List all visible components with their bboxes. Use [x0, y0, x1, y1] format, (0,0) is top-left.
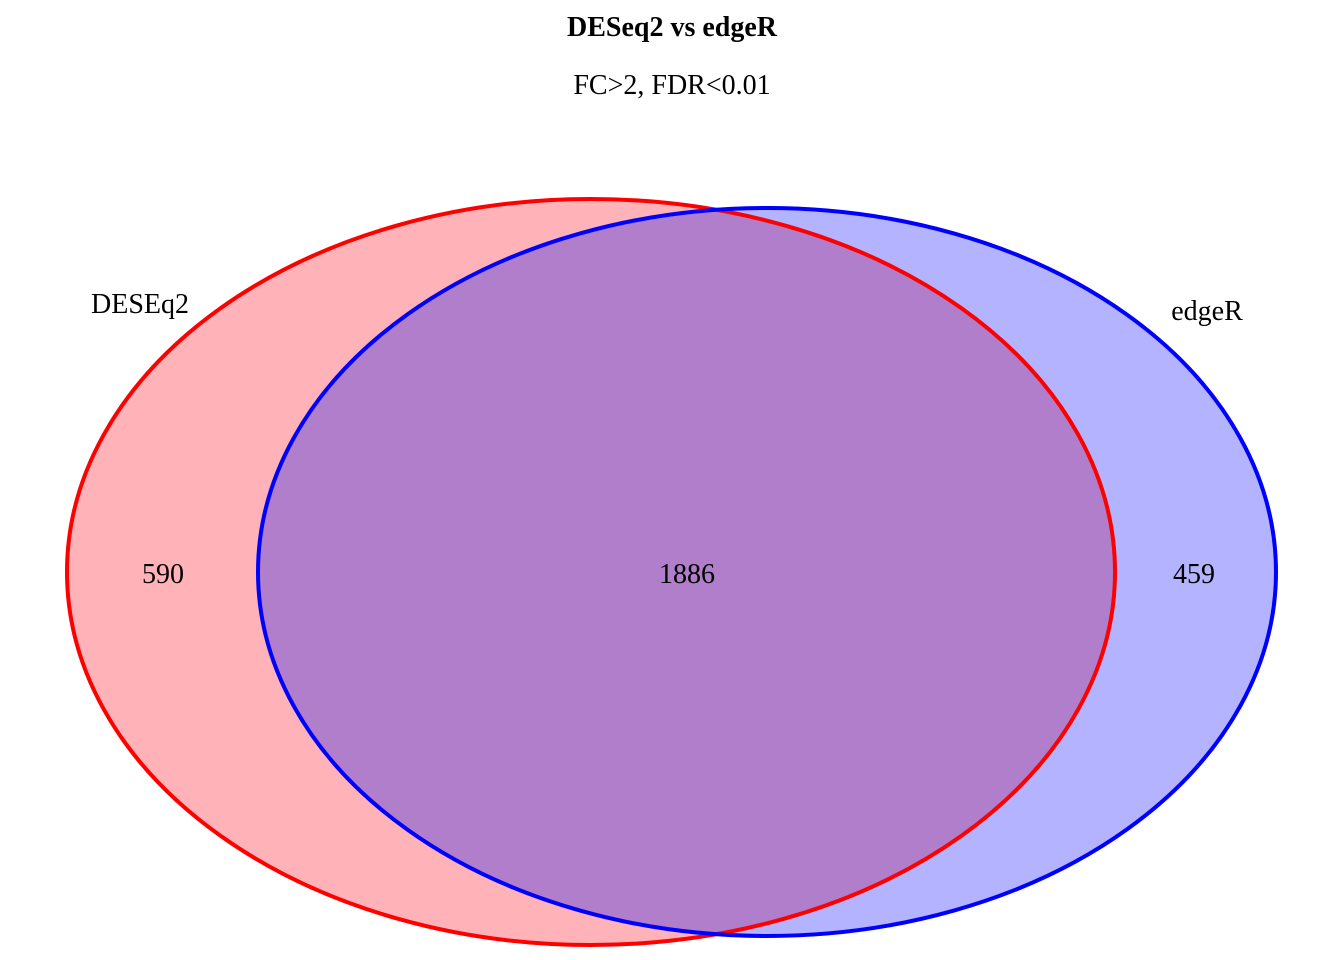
set-label-edger: edgeR: [1171, 296, 1243, 327]
count-edger-only: 459: [1173, 559, 1215, 590]
set-edger-outline: [256, 206, 1278, 938]
count-intersection: 1886: [659, 559, 715, 590]
chart-subtitle: FC>2, FDR<0.01: [573, 70, 770, 101]
chart-title: DESeq2 vs edgeR: [567, 12, 778, 43]
set-deseq2-outline: [65, 197, 1117, 947]
set-label-deseq2: DESEq2: [91, 289, 189, 320]
count-deseq2-only: 590: [142, 559, 184, 590]
intersection-fill: [258, 208, 1115, 936]
